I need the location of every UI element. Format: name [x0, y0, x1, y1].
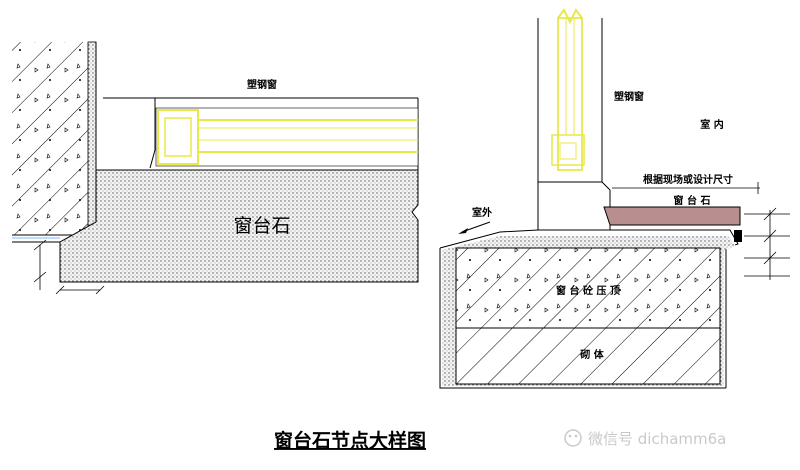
concrete-cap: [455, 247, 721, 329]
right-stone-slab: [603, 206, 741, 226]
left-window-label: 塑钢窗: [247, 78, 277, 91]
left-stone-slab: [59, 169, 419, 283]
right-window-label: 塑钢窗: [614, 90, 644, 103]
concrete-cap-label: 窗 台 砼 压 顶: [556, 284, 620, 297]
wechat-icon: [564, 429, 582, 447]
indoor-label: 室 内: [700, 118, 723, 131]
outdoor-arrow: [458, 221, 491, 234]
left-wall: [12, 41, 97, 243]
left-window-frame: [155, 107, 419, 167]
masonry-label: 砌 体: [579, 348, 604, 361]
left-detail: 塑钢窗 窗台石: [12, 41, 419, 295]
size-note-label: 根据现场或设计尺寸: [643, 173, 733, 186]
watermark: 微信号 dichamm6a: [564, 429, 726, 448]
left-dimensions: [33, 239, 105, 295]
drawing-title: 窗台石节点大样图: [274, 429, 426, 452]
masonry-block: [455, 327, 721, 385]
watermark-text: 微信号 dichamm6a: [588, 430, 726, 448]
right-dimensions: [744, 207, 790, 280]
left-stone-label: 窗台石: [233, 215, 290, 237]
outdoor-label: 室外: [472, 206, 492, 219]
right-stone-label: 窗 台 石: [674, 194, 711, 207]
right-window-frame: [537, 8, 603, 182]
right-detail: 塑钢窗 室 内 根据现场或设计尺寸 窗 台 石 室外 窗 台 砼 压 顶 砌 体: [439, 8, 790, 389]
